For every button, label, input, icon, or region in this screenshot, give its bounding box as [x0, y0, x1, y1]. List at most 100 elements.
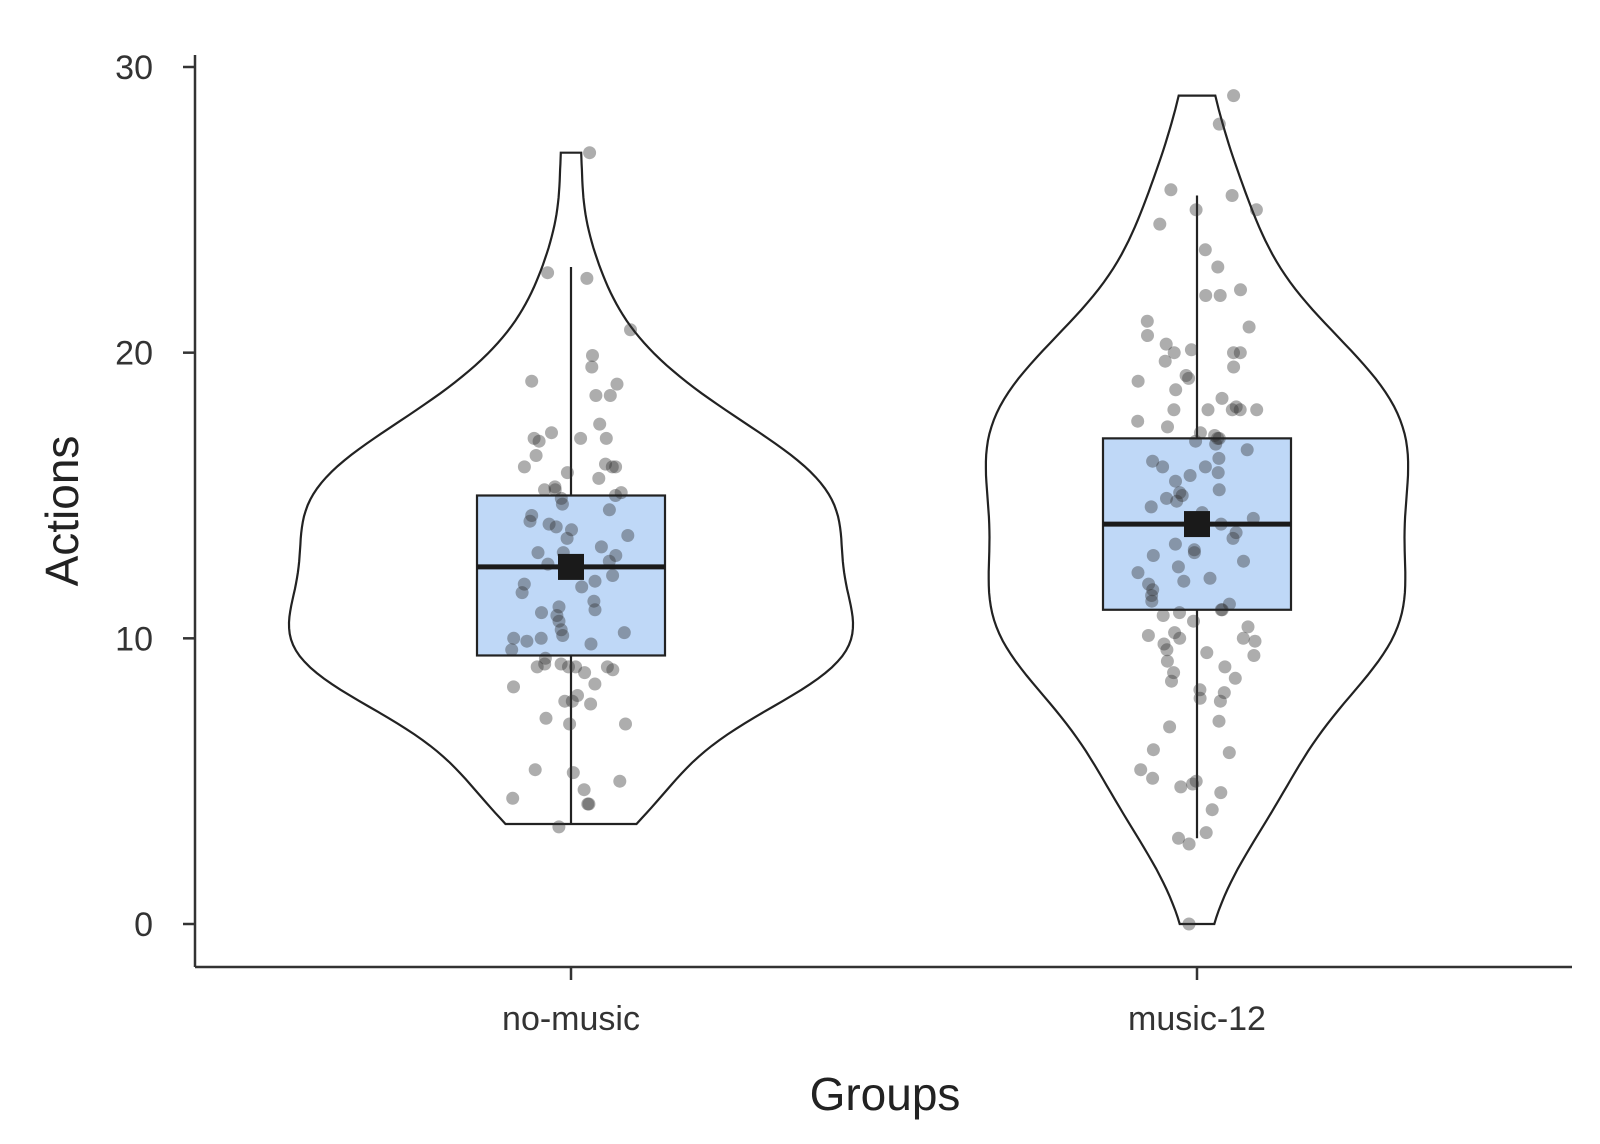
data-point	[1228, 671, 1242, 685]
data-point	[1160, 643, 1174, 657]
data-point	[1193, 691, 1207, 705]
data-point	[565, 694, 579, 708]
data-point	[548, 483, 562, 497]
data-point	[1229, 526, 1243, 540]
data-point	[1212, 117, 1226, 131]
data-point	[550, 609, 564, 622]
data-point	[1225, 403, 1239, 417]
x-tick-label: no-music	[502, 1000, 640, 1038]
x-tick-label: music-12	[1128, 1000, 1266, 1038]
data-point	[582, 797, 596, 811]
data-point	[505, 643, 519, 657]
data-point	[1186, 777, 1200, 791]
data-point	[1189, 434, 1203, 448]
data-point	[1131, 414, 1145, 428]
data-point	[548, 480, 562, 494]
data-point	[1182, 371, 1196, 385]
data-point	[1227, 360, 1241, 374]
data-point	[1217, 686, 1231, 700]
data-point	[545, 426, 558, 440]
data-point	[1201, 403, 1215, 417]
data-point	[558, 694, 572, 708]
data-point	[1193, 683, 1207, 697]
data-point	[1242, 320, 1256, 334]
data-point	[1145, 589, 1159, 602]
data-point	[506, 791, 520, 805]
data-point	[552, 614, 566, 628]
data-point	[1250, 403, 1264, 417]
data-point	[602, 503, 616, 517]
data-point	[517, 577, 531, 591]
data-point	[1182, 837, 1196, 851]
data-point	[1227, 89, 1241, 103]
data-point	[1247, 649, 1261, 662]
data-point	[1200, 646, 1214, 660]
mean-marker	[558, 553, 584, 580]
data-point	[529, 449, 543, 462]
data-point	[534, 631, 548, 645]
data-point	[1205, 803, 1219, 817]
data-point	[1209, 437, 1223, 451]
x-axis-title: Groups	[810, 1068, 961, 1120]
data-point	[1240, 443, 1254, 457]
data-point	[538, 483, 551, 497]
data-point	[531, 546, 545, 560]
data-point	[527, 431, 541, 445]
data-point	[588, 574, 602, 588]
y-tick-label: 0	[134, 906, 153, 944]
data-point	[599, 431, 613, 445]
data-point	[507, 680, 520, 694]
data-point	[1173, 486, 1187, 500]
data-point	[1226, 531, 1240, 545]
data-point	[523, 514, 537, 528]
data-point	[507, 631, 521, 645]
data-point	[1167, 346, 1181, 360]
data-point	[619, 717, 632, 731]
data-point	[592, 471, 606, 485]
data-point	[1177, 574, 1191, 588]
y-tick-label: 10	[115, 620, 153, 658]
data-point	[1146, 743, 1160, 757]
data-point	[1184, 343, 1198, 357]
y-tick-label: 20	[115, 335, 153, 373]
data-point	[581, 797, 595, 811]
data-point	[1173, 631, 1187, 645]
data-point	[1214, 786, 1228, 800]
data-point	[563, 717, 577, 731]
data-point	[1225, 189, 1239, 202]
data-point	[1160, 491, 1173, 505]
data-point	[1199, 289, 1213, 302]
axes	[193, 55, 1572, 969]
data-point	[1168, 626, 1182, 640]
data-point	[1164, 183, 1178, 197]
data-point	[1141, 329, 1154, 342]
data-point	[560, 531, 574, 545]
data-point	[554, 657, 568, 671]
data-point	[571, 689, 584, 702]
data-point	[580, 271, 594, 285]
data-point	[609, 460, 623, 474]
data-point	[1165, 674, 1178, 688]
data-point	[1222, 597, 1236, 611]
data-point	[584, 697, 598, 711]
data-point	[1222, 746, 1236, 760]
data-point	[525, 374, 539, 388]
data-point	[1212, 714, 1226, 728]
box-outline	[475, 494, 667, 657]
data-point	[535, 606, 548, 620]
data-point	[1131, 566, 1145, 580]
data-point	[1175, 489, 1189, 502]
data-point	[1172, 831, 1185, 845]
data-point	[1157, 637, 1171, 651]
data-point	[1233, 403, 1247, 417]
data-point	[586, 349, 599, 362]
data-point	[538, 657, 552, 671]
data-point	[606, 663, 620, 677]
data-point	[574, 431, 588, 445]
data-point	[1156, 460, 1170, 474]
data-point	[1146, 583, 1160, 597]
data-point	[1237, 554, 1250, 568]
data-point	[1183, 469, 1197, 482]
